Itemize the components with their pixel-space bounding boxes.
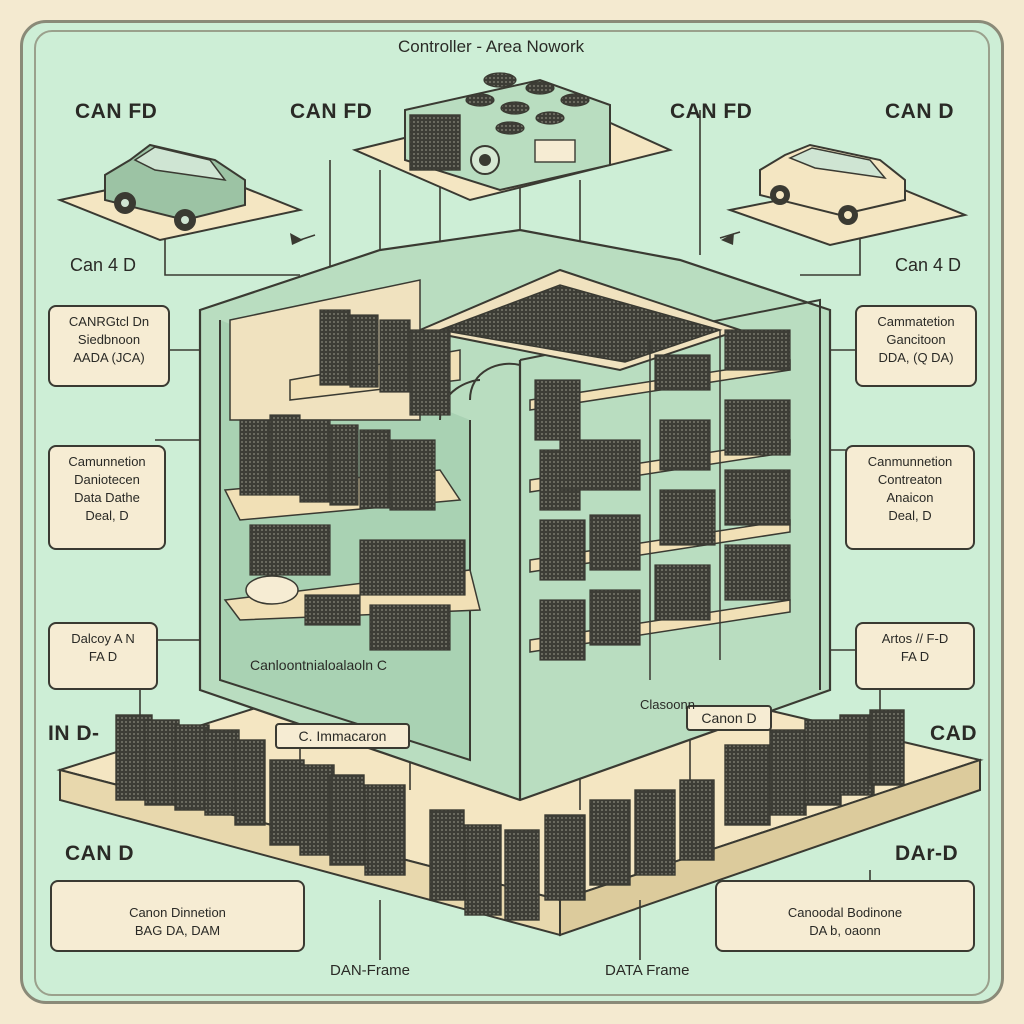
left-box-1-line-1: CANRGtcl Dn bbox=[68, 314, 150, 329]
right-box-1: Cammatetion Gancitoon DDA, (Q DA) bbox=[855, 305, 977, 387]
left-box-1-line-2: Siedbnoon bbox=[77, 332, 141, 347]
disk-icon bbox=[245, 575, 299, 605]
footer-label-left: DAN-Frame bbox=[330, 962, 411, 979]
left-box-2-line-1: Camunnetion bbox=[68, 454, 146, 469]
label-bottom-right: DAr-D bbox=[895, 842, 959, 865]
label-bottom-left: CAN D bbox=[65, 842, 134, 865]
car-left-icon bbox=[56, 143, 304, 242]
right-box-2-line-1: Canmunnetion bbox=[867, 454, 953, 469]
left-box-2-line-3: Data Dathe bbox=[74, 490, 140, 505]
building-tag-left: C. Immacaron bbox=[275, 723, 410, 749]
left-box-3-line-2: FA D bbox=[88, 649, 118, 664]
building-wall-label: Canloontnialoalaoln C bbox=[250, 657, 387, 673]
footer-label-right: DATA Frame bbox=[605, 962, 690, 979]
right-box-2-line-4: Deal, D bbox=[888, 508, 932, 523]
right-box-3: Artos // F-D FA D bbox=[855, 622, 975, 690]
diagram-title: Controller - Area Nowork bbox=[398, 37, 585, 56]
internal-racks bbox=[239, 309, 791, 661]
bottom-box-left-line-1: Canon Dinnetion bbox=[129, 905, 226, 920]
inner-frame bbox=[34, 30, 990, 996]
left-box-2: Camunnetion Daniotecen Data Dathe Deal, … bbox=[48, 445, 166, 550]
bottom-box-right-line-2: DA b, oaonn bbox=[809, 923, 881, 938]
left-box-3: Dalcoy A N FA D bbox=[48, 622, 158, 690]
right-box-2-line-2: Contreaton bbox=[877, 472, 943, 487]
building-tag-right: Canon D bbox=[686, 705, 772, 731]
server-towers bbox=[115, 709, 905, 921]
right-box-1-line-3: DDA, (Q DA) bbox=[878, 350, 954, 365]
bottom-box-left-line-2: BAG DA, DAM bbox=[134, 923, 221, 938]
bottom-box-right-line-1: Canoodal Bodinone bbox=[787, 905, 903, 920]
bottom-box-right: Canoodal Bodinone DA b, oaonn bbox=[715, 880, 975, 952]
label-mid-right: Can 4 D bbox=[895, 255, 962, 275]
label-top-right: CAN D bbox=[885, 100, 954, 123]
building-floor-label: Clasoonn bbox=[640, 697, 695, 712]
car-right-icon bbox=[726, 143, 969, 247]
right-box-3-line-1: Artos // F-D bbox=[881, 631, 949, 646]
label-mid-left: Can 4 D bbox=[70, 255, 137, 275]
right-box-1-line-1: Cammatetion bbox=[877, 314, 955, 329]
left-box-2-line-2: Daniotecen bbox=[74, 472, 140, 487]
left-box-1-line-3: AADA (JCA) bbox=[73, 350, 145, 365]
right-box-1-line-2: Gancitoon bbox=[886, 332, 946, 347]
label-top-center: CAN FD bbox=[290, 100, 373, 123]
left-box-3-line-1: Dalcoy A N bbox=[71, 631, 135, 646]
controller-device bbox=[351, 72, 674, 202]
left-box-1: CANRGtcl Dn Siedbnoon AADA (JCA) bbox=[48, 305, 170, 387]
label-low-left: IN D- bbox=[48, 722, 100, 745]
label-top-left: CAN FD bbox=[75, 100, 158, 123]
label-low-right: CAD bbox=[930, 722, 977, 745]
bottom-box-left: Canon Dinnetion BAG DA, DAM bbox=[50, 880, 305, 952]
label-top-right-center: CAN FD bbox=[670, 100, 753, 123]
left-box-2-line-4: Deal, D bbox=[85, 508, 129, 523]
right-box-2-line-3: Anaicon bbox=[886, 490, 934, 505]
right-box-3-line-2: FA D bbox=[900, 649, 930, 664]
right-box-2: Canmunnetion Contreaton Anaicon Deal, D bbox=[845, 445, 975, 550]
